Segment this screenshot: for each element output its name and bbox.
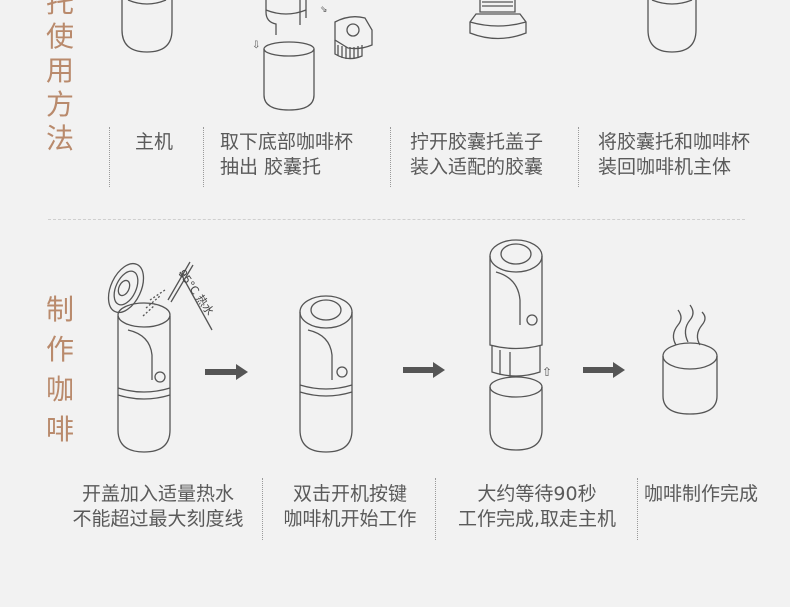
device-power-button-illustration: [299, 295, 353, 453]
title-char: 作: [45, 333, 74, 366]
steam-icon: [696, 311, 706, 346]
caption-line: 双击开机按键: [292, 483, 407, 505]
caption-line: 大约等待90秒: [477, 483, 597, 505]
down-arrow-icon: ⇩: [252, 40, 260, 51]
brew-step-caption: 双击开机按键咖啡机开始工作: [268, 482, 432, 532]
open-lid-device-illustration: 95°C 热水: [107, 261, 217, 453]
usage-step-caption: 取下底部咖啡杯抽出 胶囊托: [220, 130, 353, 180]
remove-cup-illustration: ⇩ ⇘: [252, 0, 373, 111]
caption-line: 开盖加入适量热水: [81, 483, 234, 505]
caption-line: 装入适配的胶囊: [410, 156, 544, 178]
caption-line: 拧开胶囊托盖子: [410, 131, 544, 153]
divider: [109, 127, 110, 187]
divider: [390, 127, 391, 187]
caption-line: 工作完成,取走主机: [457, 508, 617, 530]
usage-section-title: 托 使 用 方 法: [43, 0, 77, 156]
section-divider: [48, 219, 745, 220]
title-char: 用: [45, 54, 74, 87]
finished-coffee-cup-illustration: [662, 304, 718, 415]
capsule-holder-illustration: [469, 0, 527, 40]
divider: [203, 127, 204, 187]
usage-step-caption: 拧开胶囊托盖子装入适配的胶囊: [410, 130, 543, 180]
remove-main-unit-illustration: ⇧: [489, 239, 552, 451]
up-arrow-icon: ⇧: [542, 365, 552, 379]
divider: [262, 478, 263, 540]
usage-step-caption: 将胶囊托和咖啡杯装回咖啡机主体: [598, 130, 750, 180]
caption-line: 抽出 胶囊托: [220, 156, 322, 178]
caption-line: 咖啡机开始工作: [283, 508, 417, 530]
steam-icon: [672, 309, 682, 346]
caption-line: 装回咖啡机主体: [598, 156, 732, 178]
caption-line: 将胶囊托和咖啡杯: [598, 131, 751, 153]
title-char: 法: [45, 122, 74, 155]
title-char: 方: [45, 88, 74, 121]
right-arrow-icon: [403, 362, 445, 378]
divider: [637, 478, 638, 540]
title-char: 啡: [45, 413, 74, 446]
title-char: 托: [45, 0, 74, 19]
divider: [435, 478, 436, 540]
title-char: 制: [45, 293, 74, 326]
caption-line: 主机: [135, 131, 174, 153]
caption-line: 咖啡制作完成: [644, 483, 759, 505]
main-unit-illustration: [121, 0, 173, 53]
down-arrow-icon: ⇘: [320, 5, 328, 15]
brew-step-caption: 开盖加入适量热水不能超过最大刻度线: [58, 482, 258, 532]
caption-line: 取下底部咖啡杯: [220, 131, 354, 153]
title-char: 使: [45, 20, 74, 53]
right-arrow-icon: [205, 364, 248, 380]
steam-icon: [684, 304, 694, 343]
usage-step-caption: 主机: [135, 130, 173, 155]
brew-section-title: 制 作 咖 啡: [43, 290, 77, 450]
right-arrow-icon: [583, 362, 625, 378]
assembled-unit-illustration: [647, 0, 697, 53]
divider: [578, 127, 579, 187]
water-temp-label: 95°C 热水: [176, 267, 217, 318]
brew-step-caption: 大约等待90秒工作完成,取走主机: [440, 482, 634, 532]
brew-step-caption: 咖啡制作完成: [644, 482, 758, 507]
title-char: 咖: [45, 373, 74, 406]
caption-line: 不能超过最大刻度线: [72, 508, 244, 530]
arrow-icons: [205, 362, 625, 380]
